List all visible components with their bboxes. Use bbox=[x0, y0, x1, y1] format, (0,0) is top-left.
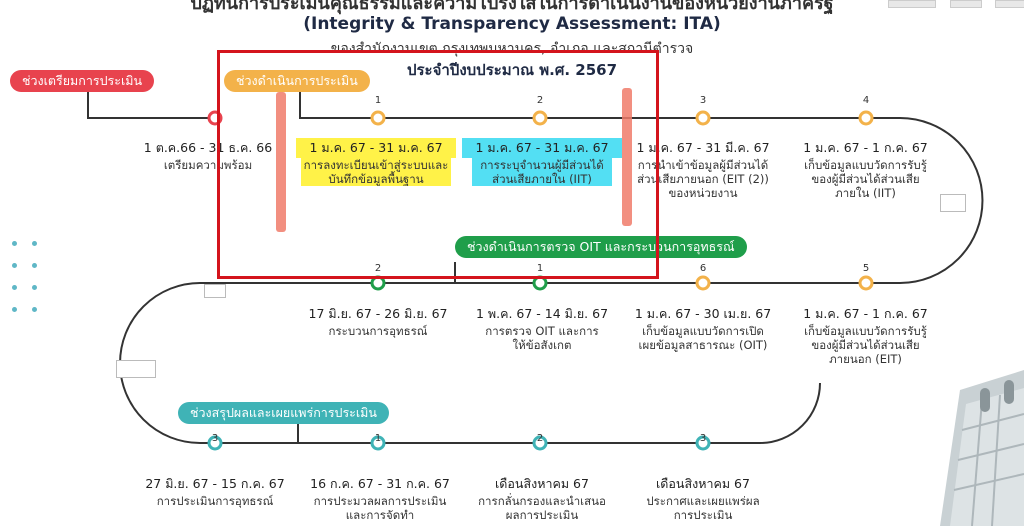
step-date: 1 ต.ค.66 - 31 ธ.ค. 66 bbox=[143, 140, 273, 155]
step-number: 2 bbox=[536, 95, 544, 106]
step-date: 1 ม.ค. 67 - 30 เม.ย. 67 bbox=[634, 306, 772, 321]
path-tab bbox=[940, 194, 966, 212]
step-prep: 1 ต.ค.66 - 31 ธ.ค. 66 เตรียมความพร้อม bbox=[128, 138, 288, 172]
window-tab bbox=[995, 0, 1024, 8]
step-desc: เก็บข้อมูลแบบวัดการรับรู้ของผู้มีส่วนได้… bbox=[804, 158, 927, 200]
step-number: 3 bbox=[699, 95, 707, 106]
step-number: 2 bbox=[536, 433, 544, 444]
step-sum1: 16 ก.ค. 67 - 31 ก.ค. 67 การประมวลผลการปร… bbox=[300, 474, 460, 522]
step-number: 5 bbox=[862, 263, 870, 274]
step-number: 3 bbox=[699, 433, 707, 444]
path-tab bbox=[204, 284, 226, 298]
step-oit2: 17 มิ.ย. 67 - 26 มิ.ย. 67 กระบวนการอุทธร… bbox=[296, 304, 460, 338]
node-sum-left bbox=[207, 435, 223, 451]
step-date: 1 ม.ค. 67 - 31 มี.ค. 67 bbox=[636, 140, 770, 155]
step-number: 6 bbox=[699, 263, 707, 274]
step-date: 1 ม.ค. 67 - 1 ก.ค. 67 bbox=[803, 140, 928, 155]
node-op6 bbox=[695, 275, 711, 291]
node-sum2 bbox=[532, 435, 548, 451]
marker-stroke-right bbox=[622, 88, 632, 226]
step-number: 1 bbox=[536, 263, 544, 274]
step-date: 27 มิ.ย. 67 - 15 ก.ค. 67 bbox=[145, 476, 285, 491]
step-date: 1 ม.ค. 67 - 31 ม.ค. 67 bbox=[462, 138, 622, 158]
window-tab bbox=[950, 0, 982, 8]
phase-oit-pill: ช่วงดำเนินการตรวจ OIT และกระบวนการอุทธรณ… bbox=[455, 236, 747, 258]
step-number: 1 bbox=[374, 95, 382, 106]
step-op4: 1 ม.ค. 67 - 1 ก.ค. 67 เก็บข้อมูลแบบวัดกา… bbox=[788, 138, 943, 200]
step-oit1: 1 พ.ค. 67 - 14 มิ.ย. 67 การตรวจ OIT และก… bbox=[462, 304, 622, 352]
step-desc: การลงทะเบียนเข้าสู่ระบบและบันทึกข้อมูลพื… bbox=[301, 158, 451, 186]
step-number: 2 bbox=[374, 263, 382, 274]
phase-prep-pill: ช่วงเตรียมการประเมิน bbox=[10, 70, 154, 92]
step-op5: 1 ม.ค. 67 - 1 ก.ค. 67 เก็บข้อมูลแบบวัดกา… bbox=[788, 304, 943, 366]
step-date: เดือนสิงหาคม 67 bbox=[495, 476, 589, 491]
title-line-3: ของสำนักงานเขต กรุงเทพมหานคร, อำเภอ และส… bbox=[330, 41, 694, 57]
step-desc: การระบุจำนวนผู้มีส่วนได้ส่วนเสียภายใน (I… bbox=[472, 158, 612, 186]
step-sum3: เดือนสิงหาคม 67 ประกาศและเผยแพร่ผลการประ… bbox=[628, 474, 778, 522]
calendar-illustration bbox=[940, 370, 1024, 526]
window-tab bbox=[888, 0, 936, 8]
step-number: 4 bbox=[862, 95, 870, 106]
marker-stroke-left bbox=[276, 92, 286, 232]
step-date: 1 ม.ค. 67 - 1 ก.ค. 67 bbox=[803, 306, 928, 321]
step-desc: การประมวลผลการประเมิน และการจัดทำ bbox=[313, 494, 447, 522]
step-date: 17 มิ.ย. 67 - 26 มิ.ย. 67 bbox=[308, 306, 448, 321]
step-date: 1 พ.ค. 67 - 14 มิ.ย. 67 bbox=[475, 306, 609, 321]
node-op4 bbox=[858, 110, 874, 126]
step-op2: 1 ม.ค. 67 - 31 ม.ค. 67 การระบุจำนวนผู้มี… bbox=[462, 138, 622, 186]
node-op5 bbox=[858, 275, 874, 291]
step-sum2: เดือนสิงหาคม 67 การกลั่นกรองและนำเสนอผลก… bbox=[462, 474, 622, 522]
node-sum3 bbox=[695, 435, 711, 451]
step-desc: เก็บข้อมูลแบบวัดการรับรู้ของผู้มีส่วนได้… bbox=[804, 324, 927, 366]
step-desc: การตรวจ OIT และการให้ข้อสังเกต bbox=[485, 324, 599, 352]
step-desc: การนำเข้าข้อมูลผู้มีส่วนได้ส่วนเสียภายนอ… bbox=[637, 158, 769, 200]
step-desc: การกลั่นกรองและนำเสนอผลการประเมิน bbox=[478, 494, 606, 522]
phase-summary-pill: ช่วงสรุปผลและเผยแพร่การประเมิน bbox=[178, 402, 389, 424]
node-op1 bbox=[370, 110, 386, 126]
step-date: 16 ก.ค. 67 - 31 ก.ค. 67 bbox=[310, 476, 450, 491]
title-line-4: ประจำปีงบประมาณ พ.ศ. 2567 bbox=[406, 61, 618, 79]
step-desc: กระบวนการอุทธรณ์ bbox=[328, 324, 428, 338]
step-desc: การประเมินการอุทธรณ์ bbox=[156, 494, 274, 508]
path-tab bbox=[116, 360, 156, 378]
step-desc: เตรียมความพร้อม bbox=[163, 158, 253, 172]
step-desc: ประกาศและเผยแพร่ผลการประเมิน bbox=[646, 494, 760, 522]
step-desc: เก็บข้อมูลแบบวัดการเปิดเผยข้อมูลสาธารณะ … bbox=[638, 324, 768, 352]
title-line-2: (Integrity & Transparency Assessment: IT… bbox=[303, 14, 721, 34]
step-date: เดือนสิงหาคม 67 bbox=[656, 476, 750, 491]
step-number: 1 bbox=[374, 433, 382, 444]
step-number: 3 bbox=[211, 433, 219, 444]
phase-operation-pill: ช่วงดำเนินการประเมิน bbox=[224, 70, 370, 92]
title-line-1: ปฏิทินการประเมินคุณธรรมและความโปร่งใสในก… bbox=[190, 0, 834, 14]
highlight-box bbox=[217, 50, 659, 279]
node-op2 bbox=[532, 110, 548, 126]
node-sum1 bbox=[370, 435, 386, 451]
step-sum-left: 27 มิ.ย. 67 - 15 ก.ค. 67 การประเมินการอุ… bbox=[132, 474, 298, 508]
node-op3 bbox=[695, 110, 711, 126]
step-op3: 1 ม.ค. 67 - 31 มี.ค. 67 การนำเข้าข้อมูลผ… bbox=[628, 138, 778, 200]
step-op6: 1 ม.ค. 67 - 30 เม.ย. 67 เก็บข้อมูลแบบวัด… bbox=[628, 304, 778, 352]
step-op1: 1 ม.ค. 67 - 31 ม.ค. 67 การลงทะเบียนเข้าส… bbox=[296, 138, 456, 186]
step-date: 1 ม.ค. 67 - 31 ม.ค. 67 bbox=[296, 138, 456, 158]
